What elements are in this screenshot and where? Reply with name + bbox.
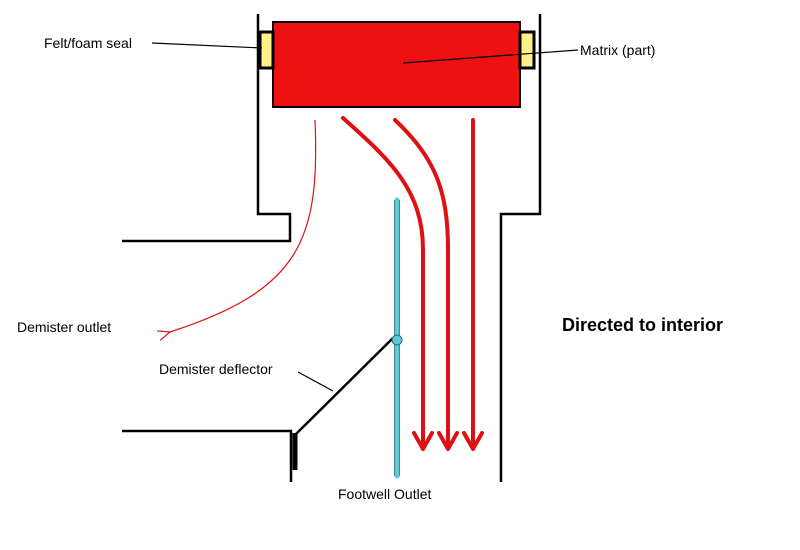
- demister-deflector-label: Demister deflector: [159, 361, 273, 377]
- footwell-arrowhead-3: [462, 431, 484, 451]
- felt-seal-right: [518, 30, 536, 70]
- felt-seal-leader: [151, 42, 263, 49]
- felt-seal-label: Felt/foam seal: [44, 35, 132, 51]
- left-housing-wall: [122, 14, 292, 243]
- footwell-outlet-label: Footwell Outlet: [338, 486, 431, 502]
- footwell-airflow-arrow-2: [393, 118, 450, 447]
- matrix-leader: [402, 49, 579, 64]
- footwell-arrowhead-2: [437, 431, 459, 451]
- heater-box-outline: [122, 14, 542, 482]
- demister-deflector-flap: [292, 337, 394, 438]
- matrix-label: Matrix (part): [580, 42, 655, 58]
- leader-lines: [151, 42, 579, 392]
- footwell-arrowhead-1: [412, 431, 434, 451]
- deflector-leader: [297, 371, 334, 392]
- felt-seal-left: [258, 30, 275, 70]
- right-housing-wall: [499, 14, 542, 482]
- deflector-pivot: [391, 334, 403, 346]
- footwell-airflow-arrow-1: [341, 116, 425, 447]
- demister-airflow-arrow: [170, 119, 317, 332]
- demister-outlet-label: Demister outlet: [17, 319, 111, 335]
- matrix-block: [272, 21, 521, 108]
- directed-to-interior-label: Directed to interior: [562, 315, 723, 335]
- airflow-arrows: [170, 116, 484, 451]
- lower-left-duct-wall: [122, 429, 293, 482]
